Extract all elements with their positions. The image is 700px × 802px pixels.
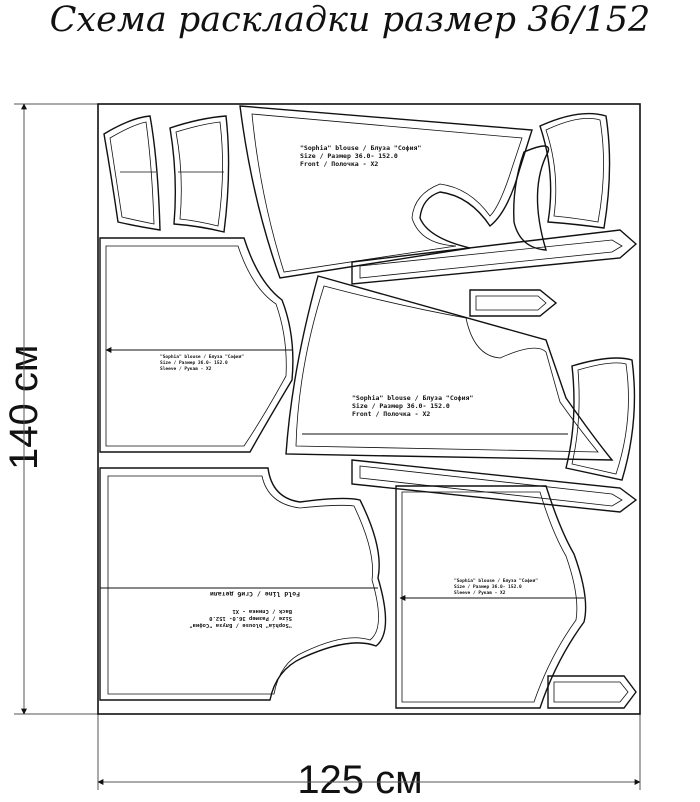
fold-line-label-group: Fold line / Сгиб детали <box>210 590 300 598</box>
strip-piece-4-inner <box>553 681 629 703</box>
label-front-top: "Sophia" blouse / Блуза "София" Size / Р… <box>300 144 421 168</box>
collar-piece-3-inner <box>545 117 604 223</box>
collar-piece-2 <box>169 115 230 233</box>
label-sleeve-left-line-2: Size / Размер 36.0- 152.0 <box>160 360 228 366</box>
facing-piece-curve <box>513 145 550 251</box>
front-piece-top-inner <box>251 113 523 273</box>
layout-title: Схема раскладки размер 36/152 <box>49 0 651 40</box>
fabric-border <box>97 103 641 715</box>
label-back-line-2: Size / Размер 36.0- 152.0 <box>209 615 292 621</box>
label-back-line-1: "Sophia" blouse / Блуза "София" <box>189 622 292 629</box>
strip-piece-4 <box>547 675 637 709</box>
label-front-top-line-1: "Sophia" blouse / Блуза "София" <box>300 144 421 152</box>
label-sleeve-right: "Sophia" blouse / Блуза "София" Size / Р… <box>454 577 538 596</box>
strip-piece-3-inner <box>359 465 623 507</box>
label-sleeve-right-line-2: Size / Размер 36.0- 152.0 <box>454 584 522 590</box>
label-back-line-3: Back / Спинка - X1 <box>232 608 292 614</box>
sleeve-piece-right-inner <box>401 491 578 703</box>
strip-piece-3 <box>351 459 638 513</box>
label-back: "Sophia" blouse / Блуза "София" Size / Р… <box>189 608 292 629</box>
front-piece-mid <box>285 275 614 461</box>
collar-piece-1-inner <box>109 121 155 225</box>
label-sleeve-left: "Sophia" blouse / Блуза "София" Size / Р… <box>160 353 244 372</box>
strip-piece-2-inner <box>475 295 547 311</box>
label-front-top-line-3: Front / Полочка - X2 <box>300 160 378 168</box>
front-piece-mid-inner <box>295 285 599 453</box>
label-front-mid-line-3: Front / Полочка - X2 <box>352 410 430 418</box>
collar-piece-4 <box>565 357 636 481</box>
collar-piece-4-inner <box>571 362 629 475</box>
label-sleeve-right-line-1: "Sophia" blouse / Блуза "София" <box>454 577 538 584</box>
label-sleeve-left-line-3: Sleeve / Рукав - X2 <box>160 366 212 372</box>
label-sleeve-left-line-1: "Sophia" blouse / Блуза "София" <box>160 353 244 360</box>
dimension-lines <box>14 103 641 790</box>
collar-piece-1 <box>103 115 161 231</box>
sleeve-piece-left <box>99 237 294 453</box>
strip-piece-1 <box>351 229 638 285</box>
strip-piece-1-inner <box>359 239 623 279</box>
collar-piece-3 <box>539 112 611 229</box>
label-front-top-line-2: Size / Размер 36.0- 152.0 <box>300 152 398 160</box>
back-piece-inner <box>107 475 379 695</box>
strip-piece-2 <box>469 289 558 317</box>
sleeve-piece-right <box>395 485 587 709</box>
back-piece <box>99 467 387 701</box>
label-front-mid: "Sophia" blouse / Блуза "София" Size / Р… <box>352 394 473 418</box>
fold-line-label: Fold line / Сгиб детали <box>210 590 300 598</box>
front-piece-top <box>239 105 533 279</box>
collar-piece-2-inner <box>175 121 223 227</box>
sleeve-piece-left-inner <box>105 245 287 447</box>
label-sleeve-right-line-3: Sleeve / Рукав - X2 <box>454 590 506 596</box>
label-front-mid-line-1: "Sophia" blouse / Блуза "София" <box>352 394 473 402</box>
label-front-mid-line-2: Size / Размер 36.0- 152.0 <box>352 402 450 410</box>
